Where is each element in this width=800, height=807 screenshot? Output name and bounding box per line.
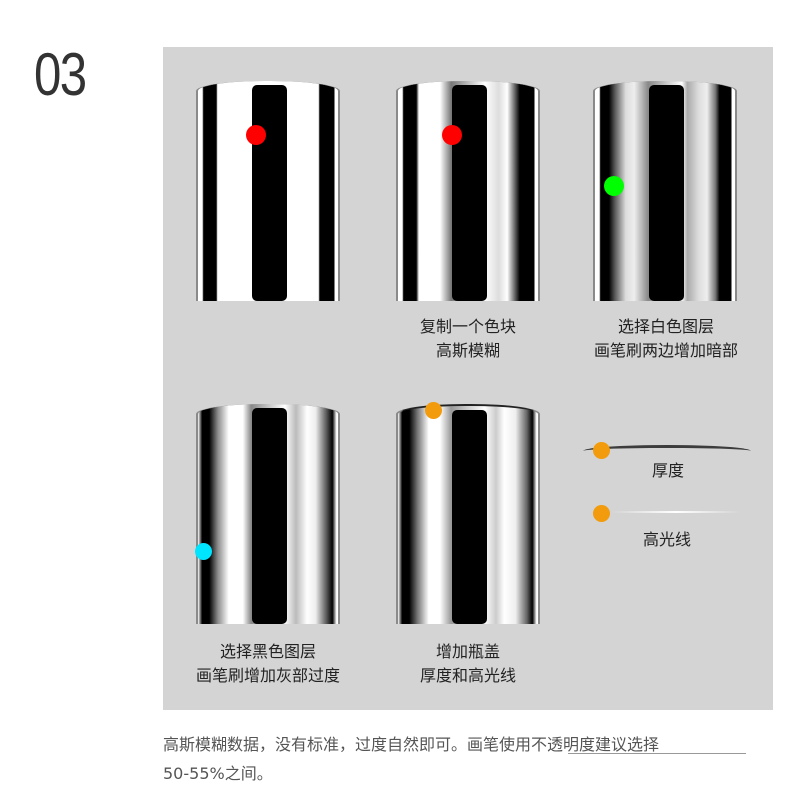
green-marker-dot <box>604 176 624 196</box>
caption-line-2: 画笔刷增加灰部过度 <box>195 666 340 685</box>
black-block <box>252 408 287 624</box>
highlight-line <box>611 511 741 513</box>
caption-line-2: 厚度和高光线 <box>419 666 516 685</box>
cylinder-step-4 <box>196 404 340 624</box>
orange-marker-dot <box>425 402 442 419</box>
legend-label-thickness: 厚度 <box>652 461 685 480</box>
red-marker-dot <box>442 125 462 145</box>
tutorial-panel: 复制一个色块 高斯模糊 选择白色图层 画笔刷两边增加暗部 选择黑色图层 画笔刷增… <box>163 47 773 710</box>
caption-line-2: 画笔刷两边增加暗部 <box>593 341 738 360</box>
caption-line-1: 复制一个色块 <box>419 317 516 336</box>
caption-line-1: 增加瓶盖 <box>435 642 500 661</box>
footer-line-1: 高斯模糊数据，没有标准，过度自然即可。画笔使用不透明度建议选择 <box>163 735 660 754</box>
cylinder-step-1 <box>196 81 340 301</box>
caption-line-2: 高斯模糊 <box>435 341 500 360</box>
underline-decoration <box>568 753 746 754</box>
caption-line-1: 选择白色图层 <box>617 317 714 336</box>
cylinder-step-5 <box>396 404 540 624</box>
red-marker-dot <box>246 125 266 145</box>
black-block <box>252 85 287 301</box>
footer-note: 高斯模糊数据，没有标准，过度自然即可。画笔使用不透明度建议选择 50-55%之间… <box>163 730 763 788</box>
caption-step-4: 选择黑色图层 画笔刷增加灰部过度 <box>158 640 378 688</box>
caption-step-5: 增加瓶盖 厚度和高光线 <box>358 640 578 688</box>
caption-step-3: 选择白色图层 画笔刷两边增加暗部 <box>556 315 776 363</box>
caption-line-1: 选择黑色图层 <box>219 642 316 661</box>
black-block <box>452 85 487 301</box>
orange-marker-dot <box>593 442 610 459</box>
legend-label-highlight: 高光线 <box>643 530 692 549</box>
orange-marker-dot <box>593 505 610 522</box>
black-block <box>649 85 684 301</box>
thickness-line <box>583 445 751 451</box>
footer-line-2: 50-55%之间。 <box>163 764 273 783</box>
step-number: 03 <box>34 41 87 108</box>
cylinder-step-2 <box>396 81 540 301</box>
cyan-marker-dot <box>195 543 212 560</box>
caption-step-2: 复制一个色块 高斯模糊 <box>358 315 578 363</box>
black-block <box>452 410 487 624</box>
